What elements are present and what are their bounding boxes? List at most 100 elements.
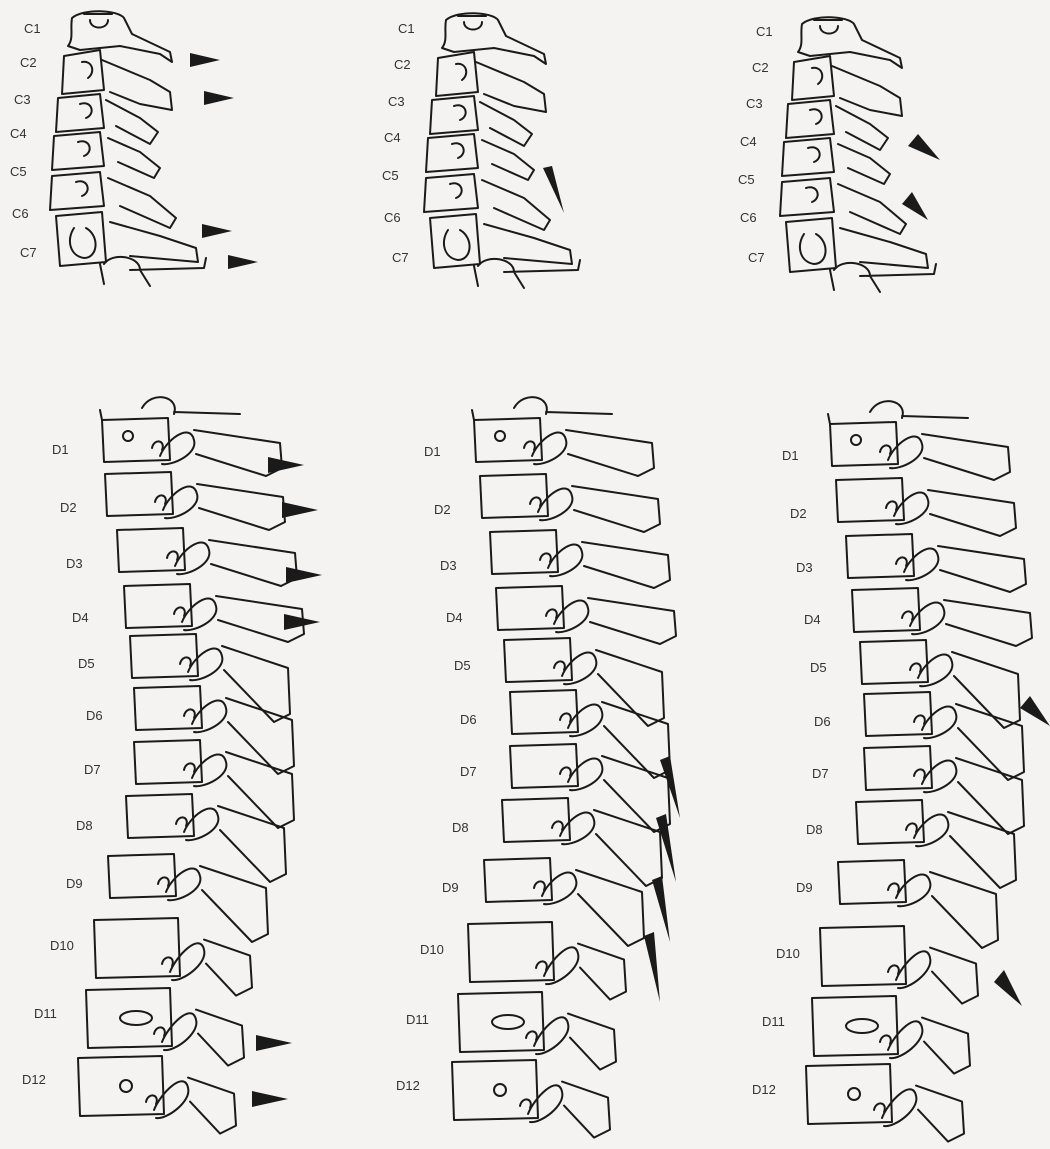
foramen-circle	[120, 1080, 132, 1092]
facet	[162, 957, 173, 966]
pedicle	[528, 1085, 562, 1122]
pedicle	[882, 1089, 916, 1126]
facet	[560, 767, 571, 776]
spinous-process	[928, 490, 1016, 536]
label-d6: D6	[86, 708, 103, 723]
vertebra-d3	[846, 534, 1026, 592]
foramen-oval	[846, 1019, 878, 1033]
spinous-process	[588, 598, 676, 644]
label-d10: D10	[776, 946, 800, 961]
arrowhead-d3	[286, 567, 322, 583]
label-d5: D5	[810, 660, 827, 675]
vertebral-body	[468, 922, 554, 982]
facet	[880, 445, 891, 454]
facet	[154, 1027, 165, 1036]
arrowhead-c3	[204, 91, 234, 105]
facet	[184, 709, 195, 718]
vertebra-top-fragment	[100, 397, 240, 420]
spinous-process	[952, 652, 1020, 728]
arrowhead-c6	[202, 224, 232, 238]
label-d7: D7	[84, 762, 101, 777]
label-d11: D11	[34, 1006, 57, 1021]
vertebra-d10	[820, 926, 978, 1004]
facet	[888, 965, 899, 974]
label-c5: C5	[382, 168, 399, 183]
vertebral-body	[86, 988, 172, 1048]
vertebra-d4	[124, 584, 304, 642]
facet	[886, 501, 897, 510]
vertebra-d11	[458, 992, 616, 1070]
dorsal-spine-drawing-2	[452, 397, 676, 1137]
label-d12: D12	[752, 1082, 776, 1097]
label-d11: D11	[762, 1014, 785, 1029]
facet	[910, 663, 921, 672]
arrowhead-d10	[994, 970, 1022, 1006]
spinous-process	[938, 546, 1026, 592]
facet	[158, 877, 169, 886]
label-c1: C1	[756, 24, 773, 39]
vertebra-d2	[105, 472, 285, 530]
label-d3: D3	[440, 558, 457, 573]
label-d2: D2	[60, 500, 77, 515]
foramen-oval	[120, 1011, 152, 1025]
spinous-process	[944, 600, 1032, 646]
vertebra-d3	[490, 530, 670, 588]
pedicle	[162, 1013, 196, 1050]
label-d4: D4	[72, 610, 89, 625]
label-d4: D4	[446, 610, 463, 625]
facet	[560, 713, 571, 722]
facet	[174, 607, 185, 616]
facet	[536, 961, 547, 970]
facet	[530, 497, 541, 506]
label-d6: D6	[814, 714, 831, 729]
label-c3: C3	[14, 92, 31, 107]
facet	[554, 661, 565, 670]
spinous-process	[222, 646, 290, 722]
spinous-process	[209, 540, 297, 586]
vertebra-d1	[474, 418, 654, 476]
cervical-labels-2: C1 C2 C3 C4 C5 C6 C7	[382, 21, 415, 265]
label-c5: C5	[738, 172, 755, 187]
label-d12: D12	[22, 1072, 46, 1087]
label-c2: C2	[394, 57, 411, 72]
label-d11: D11	[406, 1012, 429, 1027]
dorsal-panel-2: D1 D2 D3 D4 D5 D6 D7 D8 D9 D10 D11 D12	[396, 397, 680, 1137]
pedicle	[534, 1017, 568, 1054]
spinous-process	[197, 484, 285, 530]
arrowhead-d11	[256, 1035, 292, 1051]
facet	[914, 715, 925, 724]
spinous-process	[226, 752, 294, 828]
label-d5: D5	[454, 658, 471, 673]
label-c6: C6	[384, 210, 401, 225]
vertebral-body	[812, 996, 898, 1056]
vertebra-d2	[480, 474, 660, 532]
vertebra-d9	[484, 858, 644, 946]
vertebra-d4	[496, 586, 676, 644]
arrowhead-c5	[543, 166, 564, 213]
cervical-panel-3: C1 C2 C3 C4 C5 C6 C7	[738, 17, 940, 292]
vertebra-d12	[78, 1056, 236, 1134]
facet	[888, 883, 899, 892]
facet	[902, 611, 913, 620]
pedicle	[544, 947, 578, 984]
label-d7: D7	[812, 766, 829, 781]
label-d8: D8	[76, 818, 93, 833]
cervical-panel-1: C1 C2 C3 C4 C5 C6 C7	[10, 11, 258, 286]
label-d6: D6	[460, 712, 477, 727]
label-d9: D9	[442, 880, 459, 895]
arrowhead-d1	[268, 457, 304, 473]
pedicle	[170, 943, 204, 980]
foramen-oval	[492, 1015, 524, 1029]
label-d9: D9	[796, 880, 813, 895]
arrowhead-d2	[282, 502, 318, 518]
spinous-process	[566, 430, 654, 476]
spinous-process	[572, 486, 660, 532]
vertebra-d9	[108, 854, 268, 942]
spinous-process	[218, 806, 286, 882]
label-d1: D1	[782, 448, 799, 463]
vertebra-d12	[806, 1064, 964, 1142]
vertebra-d4	[852, 588, 1032, 646]
facet	[524, 441, 535, 450]
vertebra-d1	[102, 418, 282, 476]
facet	[552, 821, 563, 830]
